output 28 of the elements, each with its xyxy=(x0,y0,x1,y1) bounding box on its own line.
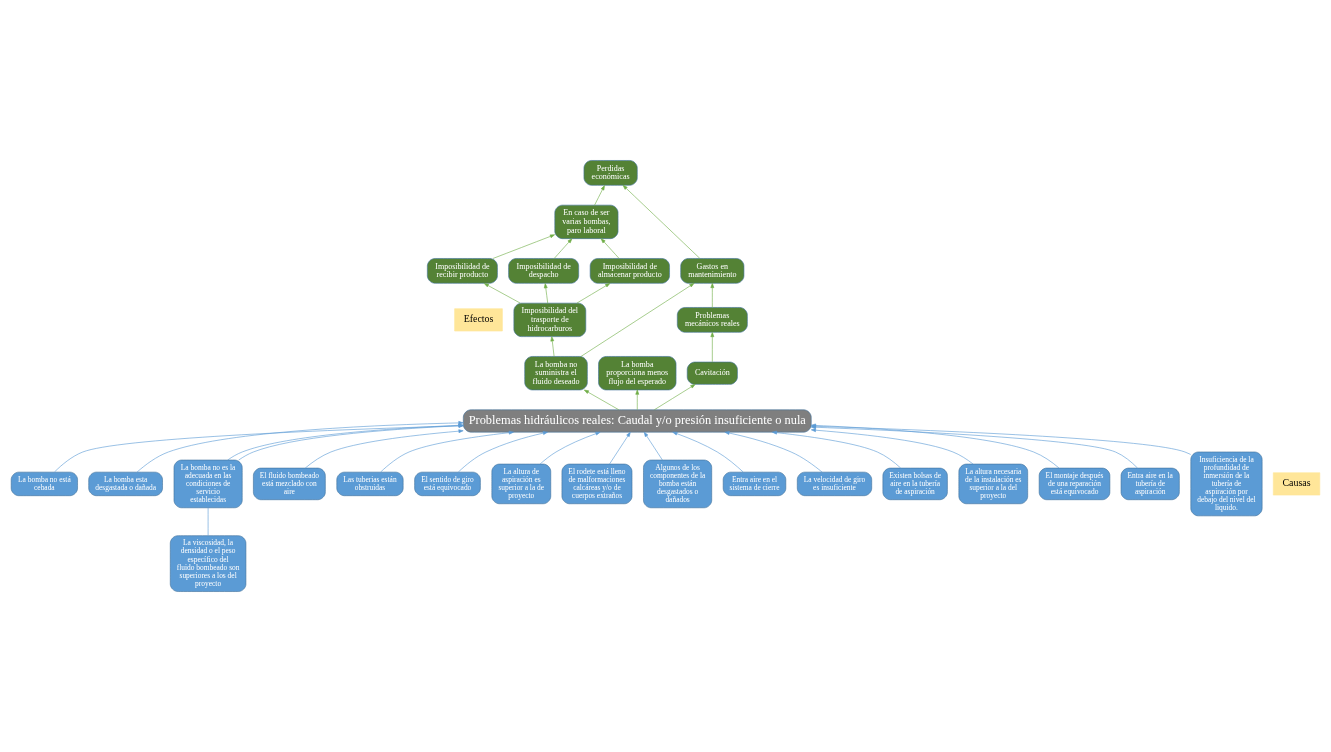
arrow xyxy=(622,185,701,259)
arrow xyxy=(550,336,555,357)
arrow xyxy=(483,283,521,304)
arrow xyxy=(710,283,715,308)
arrow xyxy=(724,431,823,473)
arrow xyxy=(772,430,901,469)
label: Efectos xyxy=(463,313,494,325)
arrow xyxy=(643,431,663,461)
arrow xyxy=(553,238,573,259)
arrow xyxy=(609,431,631,465)
label: Causas xyxy=(1282,477,1311,489)
connector xyxy=(207,507,209,536)
arrow xyxy=(380,430,514,473)
arrow xyxy=(635,389,640,411)
arrow xyxy=(672,431,744,473)
arrow xyxy=(600,238,620,259)
arrow xyxy=(810,428,974,465)
arrow xyxy=(457,431,548,473)
arrow xyxy=(576,283,611,304)
arrow xyxy=(304,429,464,469)
arrow xyxy=(543,283,549,304)
arrow xyxy=(492,234,555,259)
arrow xyxy=(594,185,605,206)
arrow xyxy=(580,283,695,357)
arrow xyxy=(710,332,715,363)
arrow xyxy=(654,384,696,411)
arrow xyxy=(583,389,620,411)
arrow xyxy=(539,431,601,465)
